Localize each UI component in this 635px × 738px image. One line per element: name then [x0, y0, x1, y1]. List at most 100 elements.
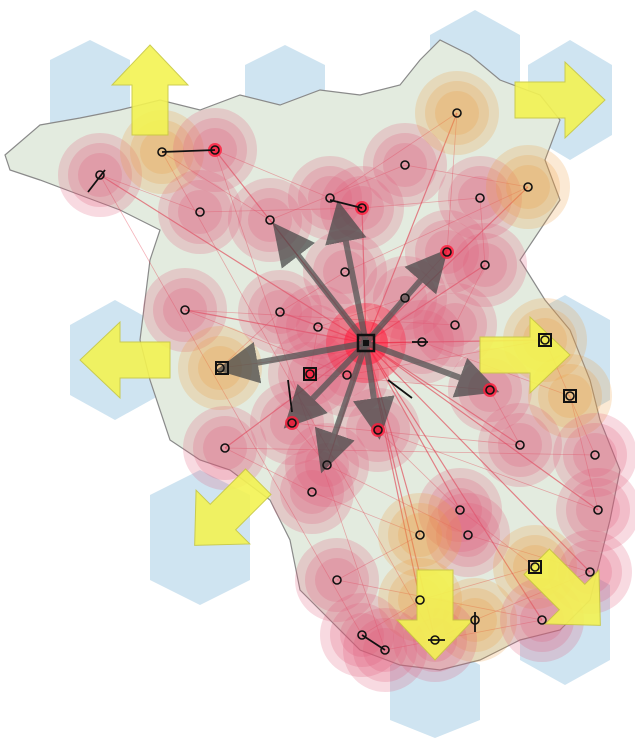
town-marker-icon [537, 615, 547, 625]
town-marker-icon [95, 170, 105, 180]
road-line [365, 342, 543, 621]
buffer-ring [496, 155, 560, 219]
town-marker-icon [455, 505, 465, 515]
road-line [184, 309, 348, 376]
road-line [365, 112, 458, 344]
buffer-ring [258, 290, 302, 334]
buffer-ring [313, 240, 377, 304]
buffer-ring [378, 493, 462, 577]
buffer-ring [238, 270, 322, 354]
road-line [365, 342, 591, 573]
town-buffer [418, 468, 502, 552]
town-marker-icon [265, 215, 275, 225]
town-marker-icon [515, 440, 525, 450]
development-axis-arrow-icon [523, 548, 601, 626]
buffer-ring [566, 478, 630, 542]
road-line [459, 509, 536, 568]
buffer-ring [436, 503, 500, 567]
buffer-ring [413, 283, 497, 367]
road-line [454, 264, 486, 326]
buffer-ring [573, 433, 617, 477]
road-line [99, 174, 363, 636]
development-axis-arrow-icon [194, 468, 272, 546]
buffer-ring [295, 538, 379, 622]
arrow-shape [79, 320, 171, 400]
buffer-ring [305, 548, 369, 612]
buffer-ring [453, 233, 517, 297]
red-town-dot [285, 416, 299, 430]
buffer-ring [563, 423, 627, 487]
red-town-dot [483, 383, 497, 397]
town-marker-icon [287, 418, 297, 428]
town-marker-icon [590, 450, 600, 460]
town-marker-icon [585, 567, 595, 577]
town-buffer [438, 156, 522, 240]
road-line [99, 174, 367, 344]
buffer-ring [248, 280, 312, 344]
linked-town-pair-icon [287, 379, 293, 413]
road-line [404, 164, 529, 188]
buffer-ring [463, 243, 507, 287]
road-line [329, 112, 458, 199]
town-buffer [295, 538, 379, 622]
town-marker-icon [313, 322, 323, 332]
town-marker-icon [480, 260, 490, 270]
buffer-ring [448, 166, 512, 230]
arrow-shape [395, 569, 475, 661]
linked-town-pair-icon [161, 149, 216, 153]
commuter-flow-arrow-icon [325, 200, 369, 344]
commuter-flow-arrow-icon [364, 340, 500, 398]
linked-town-pair-icon [361, 634, 386, 651]
town-marker-icon [275, 307, 285, 317]
town-buffer [553, 413, 635, 497]
road-line [279, 271, 346, 313]
road-line [184, 309, 367, 344]
town-marker-icon [523, 182, 533, 192]
middle-centre-square-icon [538, 333, 552, 347]
road-line [361, 599, 421, 636]
buffer-ring [178, 190, 222, 234]
commuter-flows [216, 200, 500, 474]
town-marker-icon [463, 530, 473, 540]
linked-town-pair-icon [387, 379, 413, 399]
linked-town-pair-icon [87, 169, 106, 193]
arrow-shape [523, 548, 601, 626]
red-town-dot [371, 423, 385, 437]
middle-centre-square-icon [303, 367, 317, 381]
town-marker-icon [530, 562, 540, 572]
town-marker-icon [322, 460, 332, 470]
buffer-ring [418, 468, 502, 552]
buffer-ring [373, 133, 437, 197]
buffer-ring [538, 364, 602, 428]
town-marker-icon [565, 391, 575, 401]
road-line [384, 619, 543, 651]
town-marker-icon [357, 630, 367, 640]
commuter-flow-arrow-icon [363, 248, 448, 345]
buffer-ring [438, 156, 522, 240]
road-line [161, 151, 271, 221]
buffer-ring [203, 426, 247, 470]
buffer-ring [478, 403, 562, 487]
development-axis-arrow-icon [395, 569, 475, 661]
town-marker-icon [342, 370, 352, 380]
commuter-flow-arrow-icon [283, 340, 369, 429]
commuter-flow-arrow-icon [353, 342, 395, 440]
road-line [467, 534, 591, 573]
buffer-ring [520, 598, 564, 642]
commuter-flow-arrow-icon [216, 340, 367, 384]
town-buffer [486, 145, 570, 229]
road-line [365, 342, 599, 511]
road-line [446, 112, 458, 253]
buffer-ring [286, 295, 350, 359]
buffer-ring [446, 513, 490, 557]
red-town-dot [440, 245, 454, 259]
town-buffer [178, 326, 262, 410]
town-marker-icon [325, 193, 335, 203]
buffer-ring [143, 268, 227, 352]
buffer-ring [388, 503, 452, 567]
red-town-dot [303, 367, 317, 381]
road-line [326, 464, 469, 536]
town-marker-icon [305, 369, 315, 379]
